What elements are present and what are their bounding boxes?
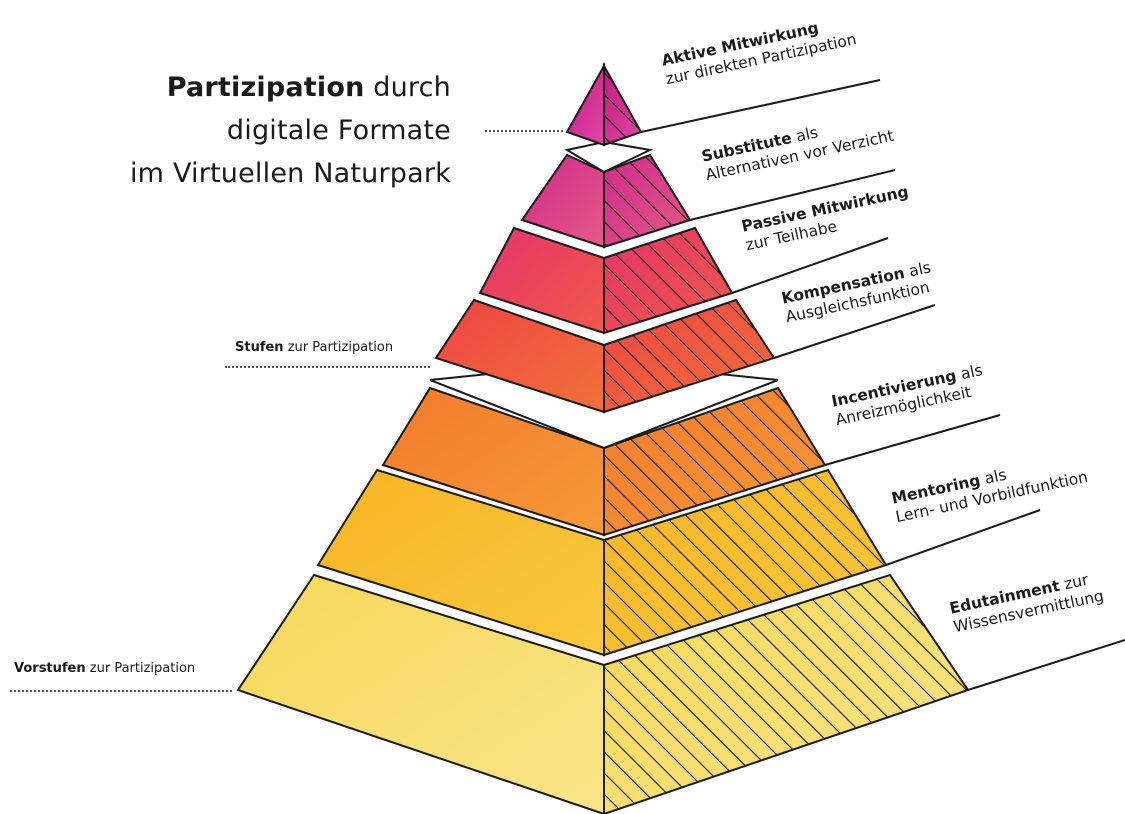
leader-line-3 xyxy=(731,237,889,294)
tier-2-left-face xyxy=(520,153,605,249)
pyramid-tier-passive-mitwirkung xyxy=(478,226,734,335)
tier-3-right-hatch xyxy=(604,228,732,333)
tier-4-right-hatch xyxy=(604,300,774,412)
title-rest: durch xyxy=(364,72,451,103)
tier-2-right-hatch xyxy=(604,155,690,247)
tier-7-left-face xyxy=(236,573,605,814)
pyramid-tier-mentoring xyxy=(316,468,888,657)
stufen-label-bold: Stufen xyxy=(235,340,284,355)
tier-5-right-hatch xyxy=(604,388,825,535)
leader-line-2 xyxy=(689,169,896,221)
leader-line-4 xyxy=(773,304,936,359)
leader-line-1 xyxy=(640,79,881,133)
title-line-2: digitale Formate xyxy=(226,115,451,146)
pyramid-tier-substitute xyxy=(520,140,692,249)
leader-line-7 xyxy=(967,639,1125,691)
leader-line-6 xyxy=(885,509,1041,566)
level-leader-lines xyxy=(640,79,1125,691)
vorstufen-label-bold: Vorstufen xyxy=(14,661,86,676)
stufen-dotted-leader xyxy=(225,366,430,368)
pyramid-tier-aktive-mitwirkung xyxy=(565,62,643,147)
tier-1-right-hatch xyxy=(604,66,641,145)
title-line-3: im Virtuellen Naturpark xyxy=(129,158,451,189)
title-bold: Partizipation xyxy=(166,72,365,103)
leader-line-5 xyxy=(824,414,1001,466)
tier-7-right-hatch xyxy=(604,575,968,814)
tier-1-left-face xyxy=(565,62,605,147)
pyramid-tier-edutainment xyxy=(236,573,970,814)
pyramid-tier-kompensation xyxy=(434,298,776,414)
tier-2-top-face xyxy=(564,140,654,174)
vorstufen-dotted-leader xyxy=(10,690,232,692)
title-dotted-leader xyxy=(485,130,563,132)
tier-6-right-hatch xyxy=(604,470,886,655)
stufen-label-rest: zur Partizipation xyxy=(283,340,394,355)
vorstufen-label-rest: zur Partizipation xyxy=(85,661,196,676)
diagram-title: Partizipation durch digitale Formate im … xyxy=(130,66,451,195)
vorstufen-label: Vorstufen zur Partizipation xyxy=(14,661,195,676)
stufen-label: Stufen zur Partizipation xyxy=(235,340,393,355)
